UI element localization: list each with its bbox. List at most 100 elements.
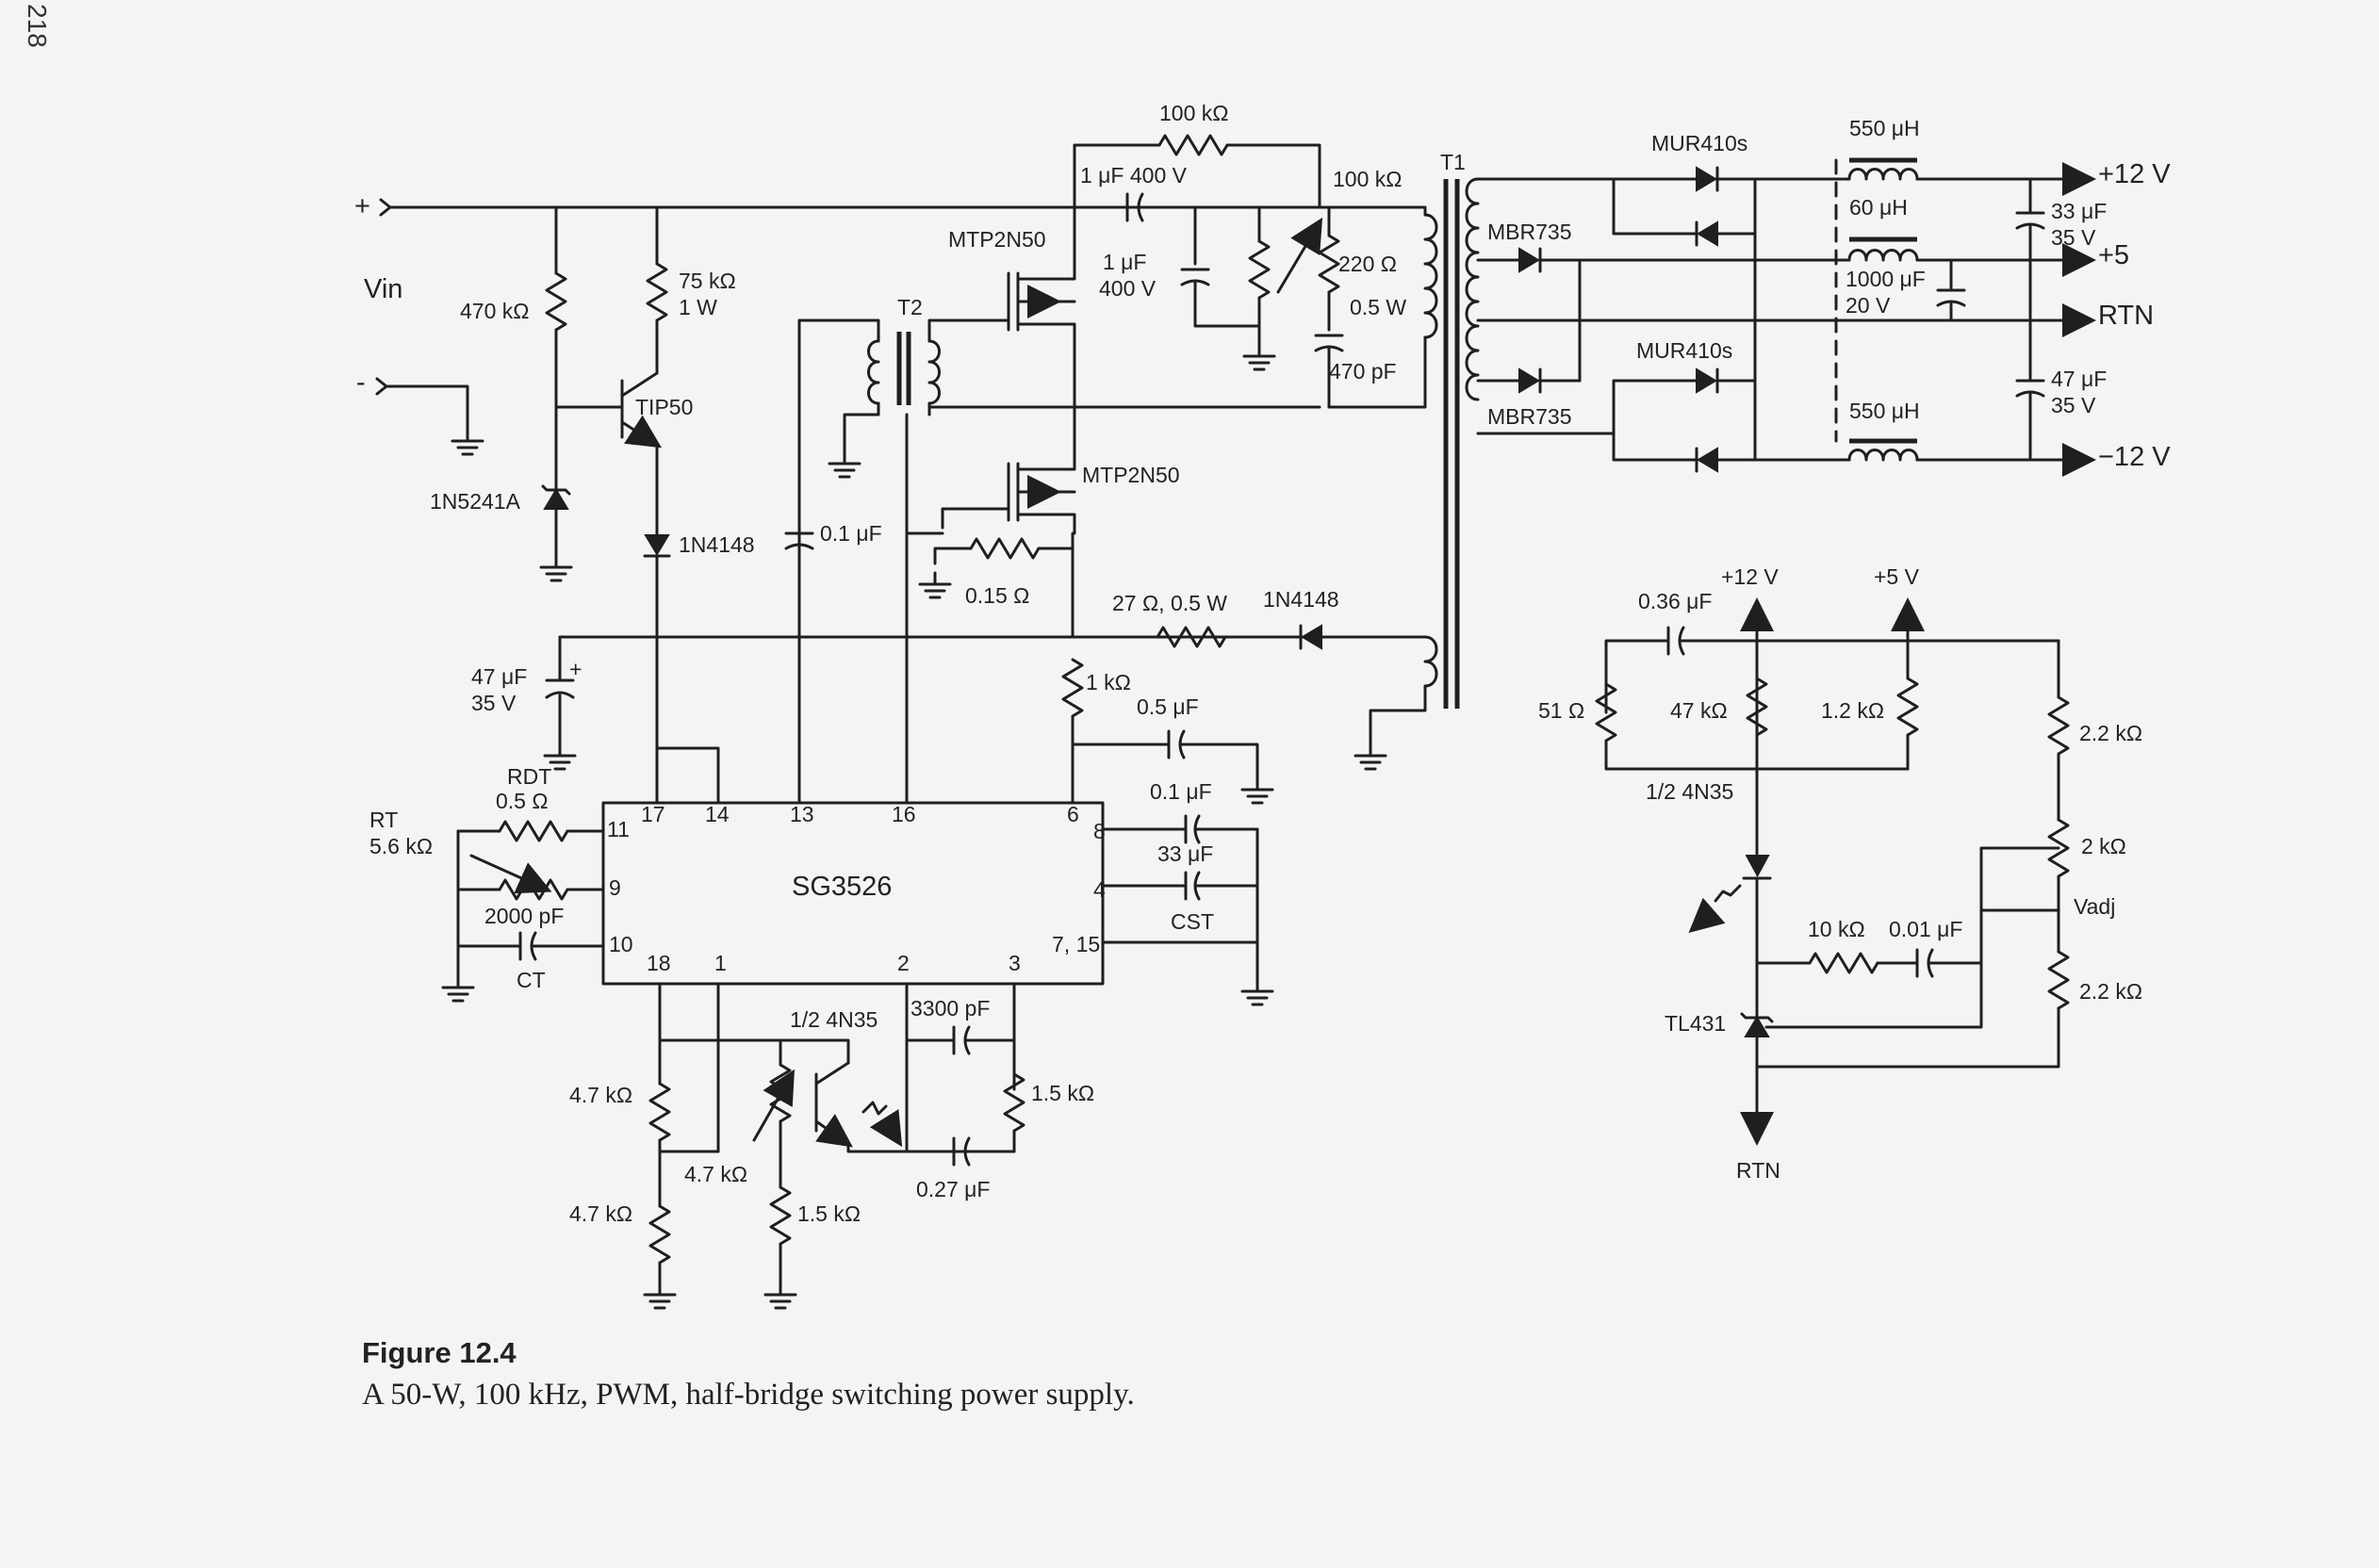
label-r22k-a: 2.2 kΩ <box>2079 721 2142 745</box>
resistor-470k <box>545 271 567 332</box>
ground-icon <box>1240 776 1274 805</box>
output-rtn: RTN <box>2098 301 2154 331</box>
resistor-27 <box>1156 626 1227 648</box>
opto-led-icon <box>1746 855 1770 877</box>
label-c33u-b: 33 μF <box>2051 199 2107 223</box>
label-1n4148-a: 1N4148 <box>679 532 755 557</box>
label-l60: 60 μH <box>1849 195 1908 220</box>
label-c01u-a: 0.1 μF <box>820 521 882 546</box>
ic-bottom-network: 4.7 kΩ 4.7 kΩ 4.7 kΩ 1.5 kΩ 1/2 4N35 330… <box>569 982 1094 1310</box>
resistor-47k-b <box>648 1204 671 1265</box>
label-r10k: 10 kΩ <box>1808 917 1865 941</box>
t1-aux-coil <box>1423 635 1438 688</box>
label-r15k-a: 1.5 kΩ <box>797 1201 861 1226</box>
label-mbr-bot: MBR735 <box>1487 404 1571 429</box>
tl431-shunt-icon <box>1744 1016 1770 1037</box>
label-r1k: 1 kΩ <box>1086 670 1131 694</box>
pin-6: 6 <box>1067 802 1079 826</box>
label-c036u: 0.36 μF <box>1638 589 1712 613</box>
pin-4: 4 <box>1093 877 1106 902</box>
label-r47k-pot: 4.7 kΩ <box>684 1162 747 1186</box>
output-minus12: −12 V <box>2098 442 2171 472</box>
label-c470p: 470 pF <box>1329 359 1397 384</box>
label-c1u-400v-top: 1 μF 400 V <box>1080 163 1188 188</box>
label-w05: 0.5 W <box>1350 295 1406 319</box>
ground-icon <box>539 554 573 582</box>
label-r2k: 2 kΩ <box>2081 834 2126 858</box>
light-arrow-icon <box>861 1101 888 1116</box>
pin-9: 9 <box>609 875 621 900</box>
output-section: MUR410s 550 μH +12 V MBR735 60 μH +5 RTN <box>1476 116 2171 477</box>
label-r47k-fb: 47 kΩ <box>1670 698 1728 723</box>
figure-caption: Figure 12.4 A 50-W, 100 kHz, PWM, half-b… <box>362 1336 1682 1413</box>
label-v35-b: 35 V <box>2051 225 2096 250</box>
label-c400v: 400 V <box>1099 276 1157 301</box>
diode-icon <box>1518 247 1540 273</box>
ic-body <box>601 801 1105 986</box>
vin-plus-label: + <box>354 191 370 221</box>
figure-number: Figure 12.4 <box>362 1336 517 1369</box>
label-r015: 0.15 Ω <box>965 583 1029 608</box>
potentiometer-100k <box>1248 239 1271 300</box>
sg3526-ic: SG3526 11 17 14 13 16 6 9 10 18 1 2 3 8 … <box>601 318 1106 986</box>
output-plus5: +5 <box>2098 240 2129 270</box>
zener-diode-icon <box>543 488 569 510</box>
resistor-22k-a <box>2047 695 2070 756</box>
vin-minus-label: - <box>356 368 366 398</box>
resistor-15k-b <box>1003 1072 1025 1133</box>
label-l550-top: 550 μH <box>1849 116 1920 140</box>
label-fb-12v: +12 V <box>1721 564 1779 589</box>
resistor-51 <box>1595 682 1617 743</box>
ground-icon <box>643 1282 677 1310</box>
label-1n4148-b: 1N4148 <box>1263 587 1339 612</box>
label-r27: 27 Ω, 0.5 W <box>1112 591 1227 615</box>
label-c33u-a: 33 μF <box>1157 841 1213 866</box>
label-r12k: 1.2 kΩ <box>1821 698 1884 723</box>
resistor-75k <box>646 262 668 322</box>
half-bridge-section: T2 MTP2N50 MTP2N50 0. <box>784 101 1427 805</box>
resistor-rdt <box>498 820 569 842</box>
pin-3: 3 <box>1009 951 1021 975</box>
pin-13: 13 <box>790 802 814 826</box>
pin-8: 8 <box>1093 819 1106 843</box>
label-c1000u: 1000 μF <box>1846 267 1926 291</box>
label-rdt-val: 0.5 Ω <box>496 789 549 813</box>
label-mur-top: MUR410s <box>1651 131 1747 155</box>
pin-11: 11 <box>607 817 630 841</box>
ground-icon <box>918 571 952 599</box>
inductor-60u <box>1847 249 1919 262</box>
vin-label: Vin <box>364 274 402 304</box>
resistor-47k-a <box>648 1082 671 1142</box>
label-c05u: 0.5 μF <box>1137 694 1199 719</box>
inductor-550u-top <box>1847 168 1919 181</box>
label-t1: T1 <box>1440 150 1466 174</box>
resistor-15k-a <box>769 1185 792 1246</box>
diode-icon <box>1518 368 1540 394</box>
resistor-22k-b <box>2047 950 2070 1010</box>
label-c2000p: 2000 pF <box>484 904 564 928</box>
label-r47k-b: 4.7 kΩ <box>569 1201 632 1226</box>
label-c47u-a: 47 μF <box>471 664 527 689</box>
label-opto-a: 1/2 4N35 <box>790 1007 878 1032</box>
label-r15k-b: 1.5 kΩ <box>1031 1081 1094 1105</box>
label-r100k-top: 100 kΩ <box>1159 101 1228 125</box>
t1-secondary-coil <box>1465 177 1480 401</box>
label-fb-5v: +5 V <box>1874 564 1920 589</box>
pin-10: 10 <box>609 932 633 956</box>
ground-icon <box>1240 978 1274 1006</box>
feedback-section: +12 V +5 V 0.36 μF 51 Ω 47 kΩ 1.2 kΩ 2.2… <box>1538 564 2142 1183</box>
label-c027u: 0.27 μF <box>916 1177 990 1201</box>
label-cst: CST <box>1171 909 1214 934</box>
label-1w: 1 W <box>679 295 717 319</box>
light-arrow-icon <box>1714 884 1742 903</box>
ground-icon <box>441 974 475 1003</box>
label-v35-a: 35 V <box>471 691 517 715</box>
potentiometer-2k <box>2047 818 2070 878</box>
transformer-t1: T1 <box>1327 150 1480 771</box>
diode-icon <box>1301 624 1322 650</box>
ic-right-caps: 0.1 μF 33 μF CST <box>1101 779 1274 1006</box>
label-1n5241a: 1N5241A <box>430 489 521 514</box>
resistor-47k-fb <box>1746 677 1768 737</box>
